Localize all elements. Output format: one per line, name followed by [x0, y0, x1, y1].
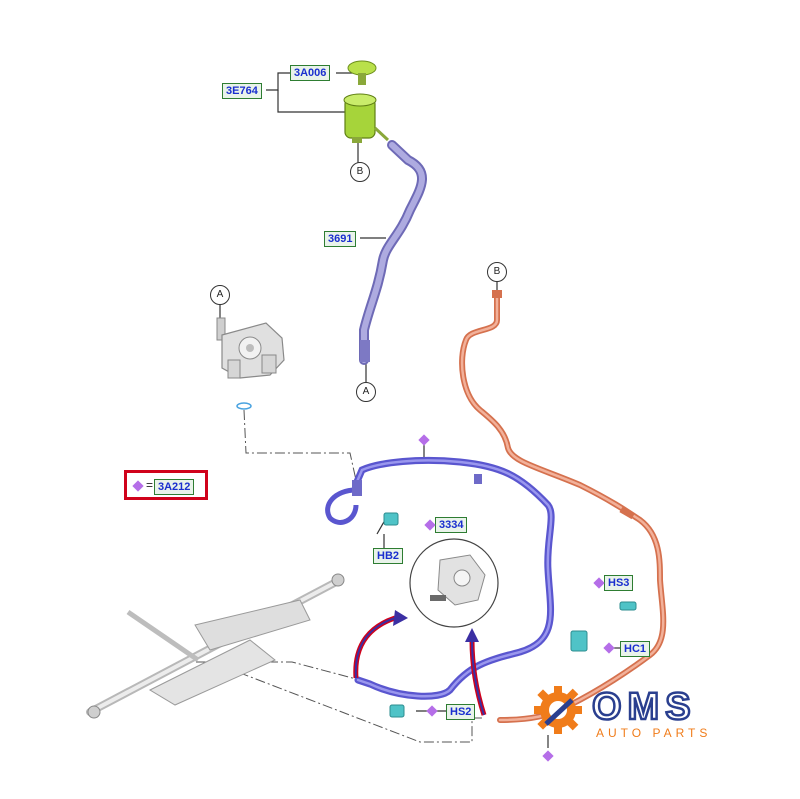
- supply-hose: [359, 140, 427, 365]
- logo-tagline: AUTO PARTS: [596, 726, 712, 740]
- label-hb2: HB2: [373, 548, 404, 564]
- gear-icon: [534, 686, 582, 734]
- reservoir-cap: [347, 60, 377, 85]
- logo-brand: OMS: [591, 685, 697, 730]
- direction-arrows: [353, 610, 487, 716]
- power-steering-pump: [216, 317, 285, 410]
- label-hs2: HS2: [446, 704, 476, 720]
- pressure-hose: [325, 456, 555, 700]
- label-3691: 3691: [324, 231, 357, 247]
- label-3a212: 3A212: [154, 479, 195, 495]
- fasteners: [383, 512, 637, 718]
- label-3a006: 3A006: [290, 65, 331, 81]
- callout-b-reservoir: B: [350, 162, 370, 182]
- callout-a-supply: A: [356, 382, 376, 402]
- fluid-reservoir: [343, 93, 390, 143]
- equals-sign: =: [146, 478, 154, 492]
- oms-logo: OMS AUTO PARTS: [528, 680, 758, 750]
- label-3334: 3334: [435, 517, 468, 533]
- label-hs3: HS3: [604, 575, 634, 591]
- label-hc1: HC1: [620, 641, 651, 657]
- highlight-box: [124, 470, 208, 500]
- steering-rack: [86, 573, 345, 719]
- return-hose: [459, 290, 667, 723]
- callout-a-pump: A: [210, 285, 230, 305]
- label-3e764: 3E764: [222, 83, 262, 99]
- callout-b-return: B: [487, 262, 507, 282]
- valve-detail: [409, 538, 499, 628]
